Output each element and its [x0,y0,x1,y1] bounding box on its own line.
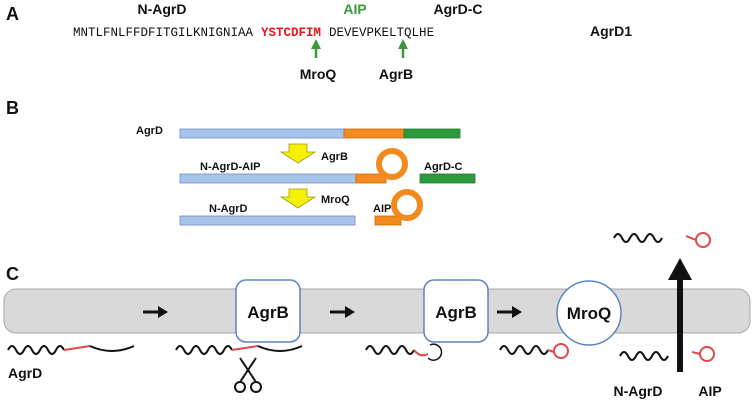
aip-ring-row2 [376,148,408,180]
panel-a-letter: A [6,4,19,24]
agrd-helix-2 [175,345,233,355]
panel-b: B AgrD AgrB N-AgrD-AIP AgrD-C MroQ N-Agr… [6,98,476,226]
row2-right-label: AgrD-C [424,161,463,173]
n-agrd-aip-segment [179,173,357,184]
agrd-helix-1 [7,345,65,355]
membrane [3,288,751,334]
export-arrow-icon [668,258,692,280]
seq-prefix: MNTLFNLFFDFITGILKNIGNIAA [73,26,254,40]
agrb-cleave-label: AgrB [379,66,413,82]
released-aip-ring [695,232,711,248]
agrb-box-2 [423,279,489,343]
mroq-circle-label: MroQ [567,304,611,323]
sequence-name: AgrD1 [590,23,632,39]
n-agrd-helix-4 [499,345,549,355]
scissors-icon [234,357,262,393]
row2-label: N-AgrD-AIP [200,161,261,173]
agrd-c-label: AgrD [8,365,42,381]
row1-label: AgrD [136,125,163,137]
flow-arrow-1-head [158,306,168,318]
panel-c-letter: C [6,264,19,284]
step2-enzyme: MroQ [321,194,350,206]
seq-aip: YSTCDFIM [261,26,321,40]
agrd-c-segment [403,128,461,139]
product-aip-ring [699,346,715,362]
panel-c: C AgrB AgrB MroQ AgrD [3,232,751,399]
mroq-step-arrow-icon [279,188,317,209]
mroq-circle [556,280,622,346]
agrd-aip-segment [343,128,405,139]
aip-part-3 [413,349,429,357]
n-agrd-heading: N-AgrD [138,1,187,17]
aip-ring-4 [553,343,569,359]
flow-arrow-3-head [512,306,522,318]
agrb-box-2-label: AgrB [435,303,477,322]
cyclization-arrow-icon [427,343,443,361]
agrd-c-released [419,173,476,184]
panel-a: A N-AgrD AIP AgrD-C MNTLFNLFFDFITGILKNIG… [6,1,632,82]
aip-ring-row3 [391,189,423,221]
n-agrd-product-label: N-AgrD [614,383,663,399]
seq-suffix: DEVEVPKELTQLHE [329,26,434,40]
agrd-aip-part-2 [231,345,259,351]
aip-product-label: AIP [698,383,721,399]
aip-tail-4 [547,349,555,353]
flow-arrow-2-head [345,306,355,318]
sequence-line: MNTLFNLFFDFITGILKNIGNIAA YSTCDFIM DEVEVPKE… [73,26,434,40]
row3-right-label: AIP [373,203,391,215]
agrd-c-heading: AgrD-C [434,1,483,17]
n-agrd-helix-3 [365,345,415,355]
product-n-agrd-helix [619,351,669,361]
agrd-c-tail-2 [257,345,303,352]
agrb-box-1 [235,279,301,343]
panel-b-letter: B [6,98,19,118]
aip-tail-row3 [374,215,402,226]
released-n-agrd-helix [613,233,663,243]
agrb-step-arrow-icon [279,143,317,164]
aip-heading: AIP [343,1,366,17]
agrd-n-segment [179,128,345,139]
n-agrd-segment [179,215,356,226]
agrb-box-1-label: AgrB [247,303,289,322]
released-aip-tail [685,235,697,241]
mroq-cleave-label: MroQ [300,66,337,82]
agrd-aip-part-1 [63,345,91,351]
row3-label: N-AgrD [209,203,248,215]
step1-enzyme: AgrB [321,151,348,163]
product-aip-tail [691,351,701,355]
agrd-c-tail-1 [89,345,135,352]
